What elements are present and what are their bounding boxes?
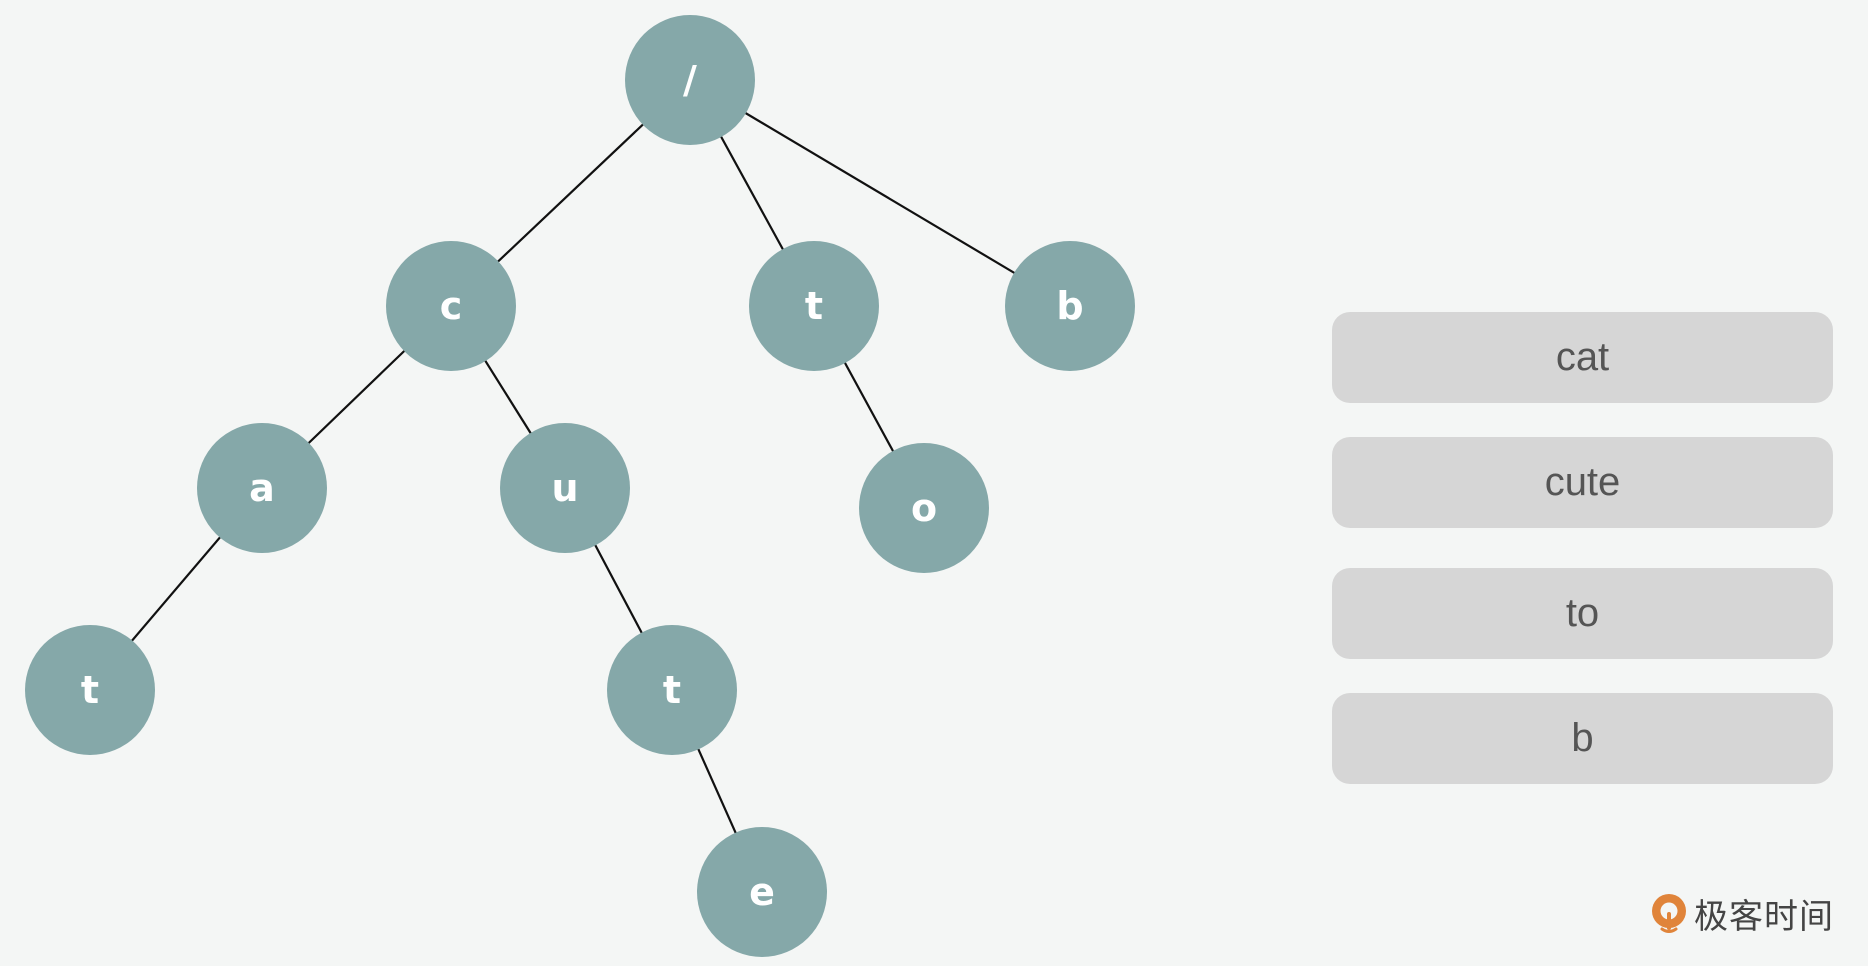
node-circle [197, 423, 327, 553]
node-circle [697, 827, 827, 957]
trie-node-b: b [1005, 241, 1135, 371]
node-label: t [81, 668, 99, 712]
node-circle [625, 15, 755, 145]
node-circle [1005, 241, 1135, 371]
trie-node-o: o [859, 443, 989, 573]
edge-root-b [689, 79, 1071, 307]
trie-node-root: / [625, 15, 755, 145]
node-label: u [551, 466, 578, 510]
trie-node-t1: t [749, 241, 879, 371]
node-label: t [663, 668, 681, 712]
node-circle [749, 241, 879, 371]
word-label: b [1571, 716, 1594, 760]
trie-nodes: / c t b a u o t t e [25, 15, 1135, 957]
trie-node-c: c [386, 241, 516, 371]
word-box-cute: cute [1332, 437, 1833, 528]
word-label: to [1565, 591, 1600, 635]
node-label: e [749, 870, 775, 914]
word-box-b: b [1332, 693, 1833, 784]
word-box-to: to [1332, 568, 1833, 659]
node-label: / [683, 58, 697, 102]
node-circle [607, 625, 737, 755]
node-circle [386, 241, 516, 371]
trie-node-t2: t [25, 625, 155, 755]
node-label: b [1056, 284, 1083, 328]
node-label: a [249, 466, 275, 510]
trie-node-a: a [197, 423, 327, 553]
geektime-logo: 极客时间 [1648, 888, 1834, 938]
node-circle [25, 625, 155, 755]
word-box-cat: cat [1332, 312, 1833, 403]
word-label: cat [1555, 335, 1610, 379]
node-circle [500, 423, 630, 553]
word-label: cute [1544, 460, 1621, 504]
trie-node-u: u [500, 423, 630, 553]
node-circle [859, 443, 989, 573]
node-label: o [911, 486, 937, 530]
node-label: c [440, 284, 463, 328]
logo-text: 极客时间 [1694, 896, 1834, 937]
trie-node-e: e [697, 827, 827, 957]
geektime-logo-icon [1652, 894, 1686, 933]
trie-node-t3: t [607, 625, 737, 755]
node-label: t [805, 284, 823, 328]
